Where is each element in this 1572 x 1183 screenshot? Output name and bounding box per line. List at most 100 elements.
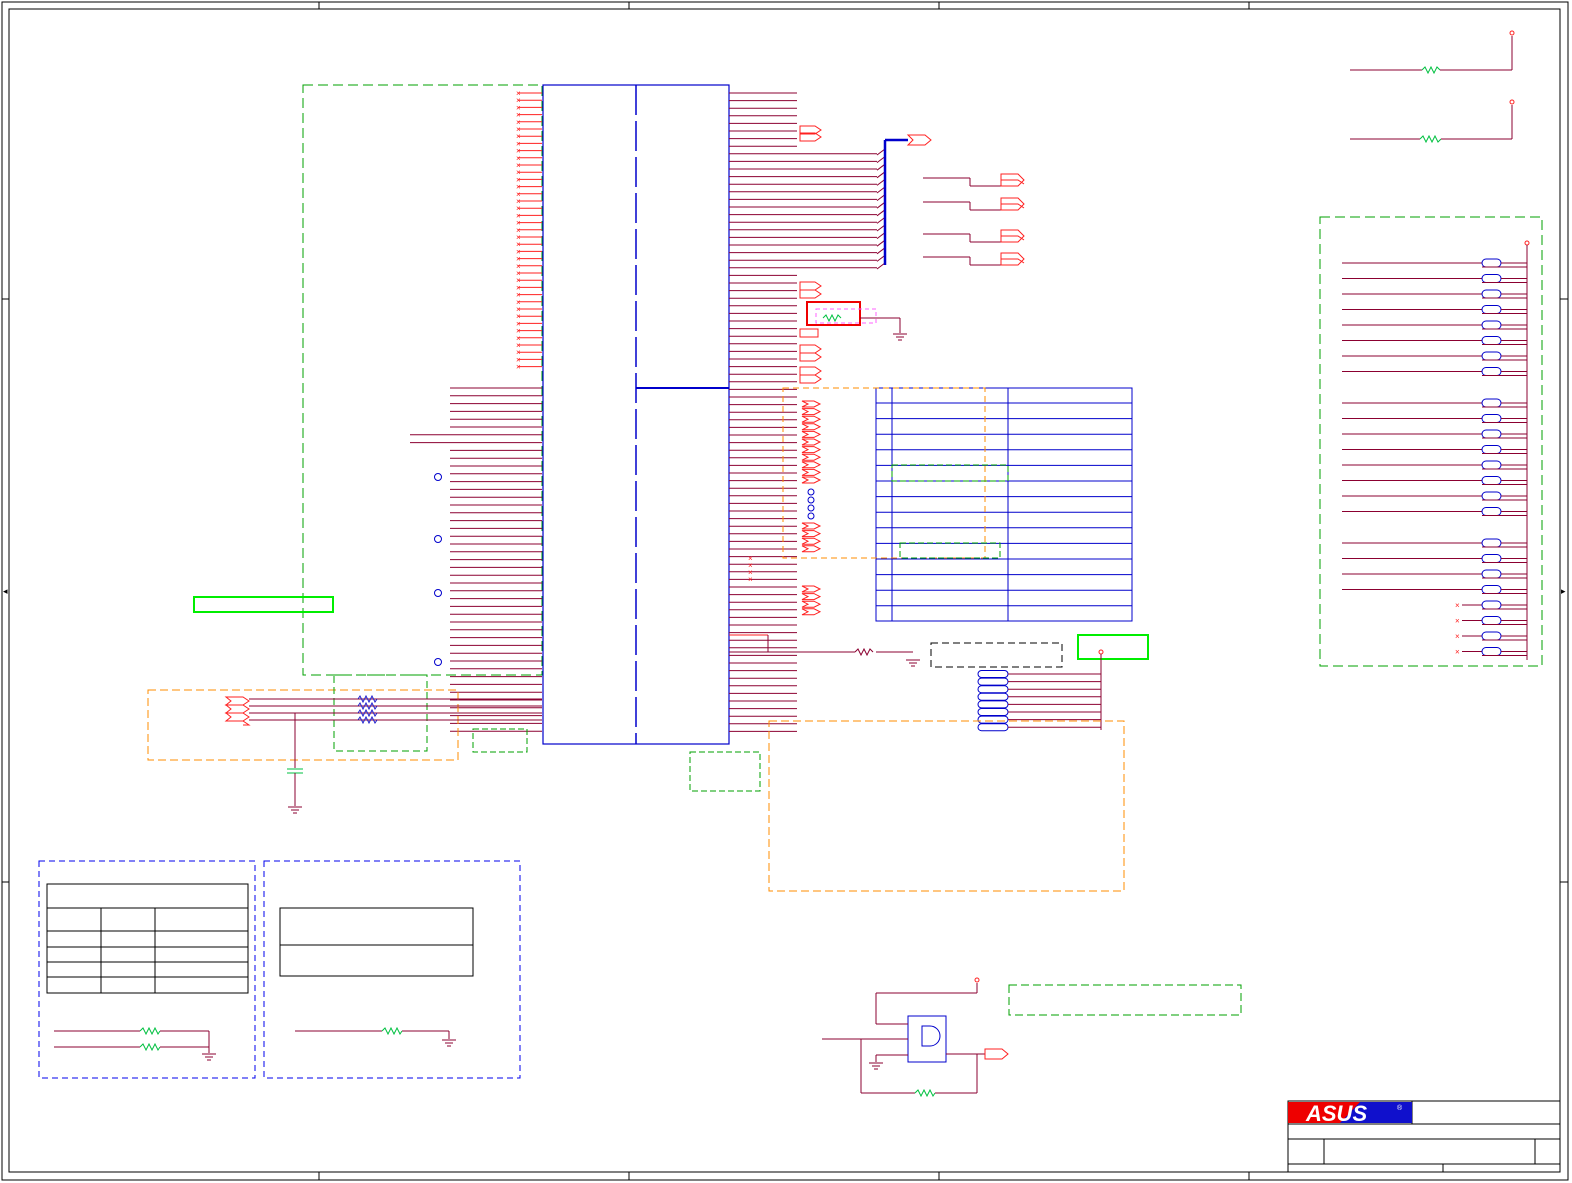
array-resistor [1481, 460, 1502, 470]
offpage-connector [801, 446, 822, 454]
offpage-connector [801, 600, 822, 608]
registered-mark: ® [1397, 1104, 1403, 1112]
bus-entry [876, 163, 886, 171]
strap-table-rows [876, 402, 1132, 607]
no-connect-mark: × [516, 118, 521, 127]
ic-right-pins: ×××× [729, 92, 886, 732]
pack-resistor [977, 685, 1009, 694]
black-dashed-note-box [930, 642, 1063, 668]
no-connect-mark: × [516, 190, 521, 199]
no-connect-mark: × [516, 175, 521, 184]
no-connect-mark: × [1455, 617, 1460, 626]
no-connect-mark: × [516, 298, 521, 307]
right-resistor-array: ×××× [1342, 240, 1530, 660]
array-resistor [1481, 476, 1502, 485]
bus-entry [876, 148, 886, 156]
config-table-a [46, 883, 249, 994]
bus-entry [876, 239, 886, 247]
offpage-connector [799, 328, 819, 338]
bus-entry [876, 209, 886, 217]
asus-logo: ASUS ® [1288, 1101, 1412, 1126]
array-resistor [1481, 367, 1502, 376]
offpage-connector [801, 415, 822, 423]
frame-arrow-right: ▸ [1561, 586, 1566, 596]
no-connect-mark: × [516, 255, 521, 264]
offpage-connector [799, 132, 822, 142]
offpage-connector [1001, 203, 1025, 209]
no-connect-mark: × [748, 561, 753, 570]
offpage-connector [801, 545, 822, 553]
offpage-connector [1000, 173, 1025, 187]
config-table-group-a [38, 860, 256, 1079]
no-connect-mark: × [516, 226, 521, 235]
test-point-circles-right [807, 488, 815, 520]
no-connect-mark: × [1455, 632, 1460, 641]
no-connect-mark: × [516, 161, 521, 170]
offpage-connector [801, 438, 822, 446]
offpage-connector [799, 374, 822, 384]
no-connect-mark: × [516, 103, 521, 112]
no-connect-mark: × [748, 568, 753, 577]
bus-entry [876, 216, 886, 224]
lower-mid-orange-group [768, 720, 1125, 892]
offpage-connector [801, 453, 822, 461]
no-connect-mark: × [516, 327, 521, 336]
array-resistor [1481, 414, 1502, 423]
right-resistor-array-group [1319, 216, 1543, 667]
pack-resistor [977, 677, 1009, 686]
array-resistor [1481, 491, 1502, 501]
ic-left-pins: ××××××××××××××××××××××××××××××××××××××× [410, 89, 542, 732]
bus-offpage-connector [906, 134, 932, 146]
and-gate-circuit [822, 977, 1009, 1098]
offpage-connector [1001, 235, 1025, 241]
no-connect-mark: × [516, 334, 521, 343]
offpage-connector [801, 476, 822, 484]
no-connect-mark: × [516, 197, 521, 206]
left-signal-group [302, 84, 543, 676]
resistor-pack-lower [977, 649, 1104, 732]
offpage-connector [1000, 229, 1025, 243]
strap-table-green-row-b [899, 542, 1001, 559]
offpage-connector [1001, 258, 1025, 264]
offpage-connector [801, 468, 822, 476]
no-connect-mark: × [516, 125, 521, 134]
bus-entry [876, 254, 886, 262]
offpage-connector [801, 585, 822, 593]
no-connect-mark: × [1455, 648, 1460, 657]
offpage-connector [801, 430, 822, 438]
bus-entry [876, 247, 886, 255]
no-connect-mark: × [516, 276, 521, 285]
offpage-connector [801, 400, 822, 408]
no-connect-mark: × [516, 233, 521, 242]
bus-entry [876, 178, 886, 186]
top-right-pullups [1350, 30, 1515, 144]
offpage-connector [801, 537, 822, 545]
array-resistor [1481, 507, 1502, 516]
config-table-b [279, 907, 474, 977]
array-resistor [1481, 631, 1502, 641]
array-resistor [1481, 554, 1502, 563]
no-connect-mark: × [748, 575, 753, 584]
no-connect-mark: × [516, 132, 521, 141]
no-connect-mark: × [516, 111, 521, 120]
config-resistor-b [295, 1026, 456, 1047]
array-resistor [1481, 569, 1502, 579]
no-connect-mark: × [516, 348, 521, 357]
array-resistor [1481, 336, 1502, 345]
frame-arrow-left: ◂ [3, 586, 8, 596]
strap-table-grid [875, 387, 1133, 622]
bus-entry [876, 156, 886, 164]
offpage-connector [799, 289, 822, 299]
mid-offpage-connectors [923, 173, 1025, 266]
offpage-connector [799, 344, 822, 354]
ic-pulldown-resistor [729, 634, 920, 667]
no-connect-mark: × [516, 240, 521, 249]
pack-resistor [977, 692, 1009, 701]
array-resistor [1481, 429, 1502, 439]
lower-left-connector-network [224, 694, 542, 814]
no-connect-mark: × [516, 154, 521, 163]
array-resistor [1481, 445, 1502, 454]
offpage-connector [801, 522, 822, 530]
